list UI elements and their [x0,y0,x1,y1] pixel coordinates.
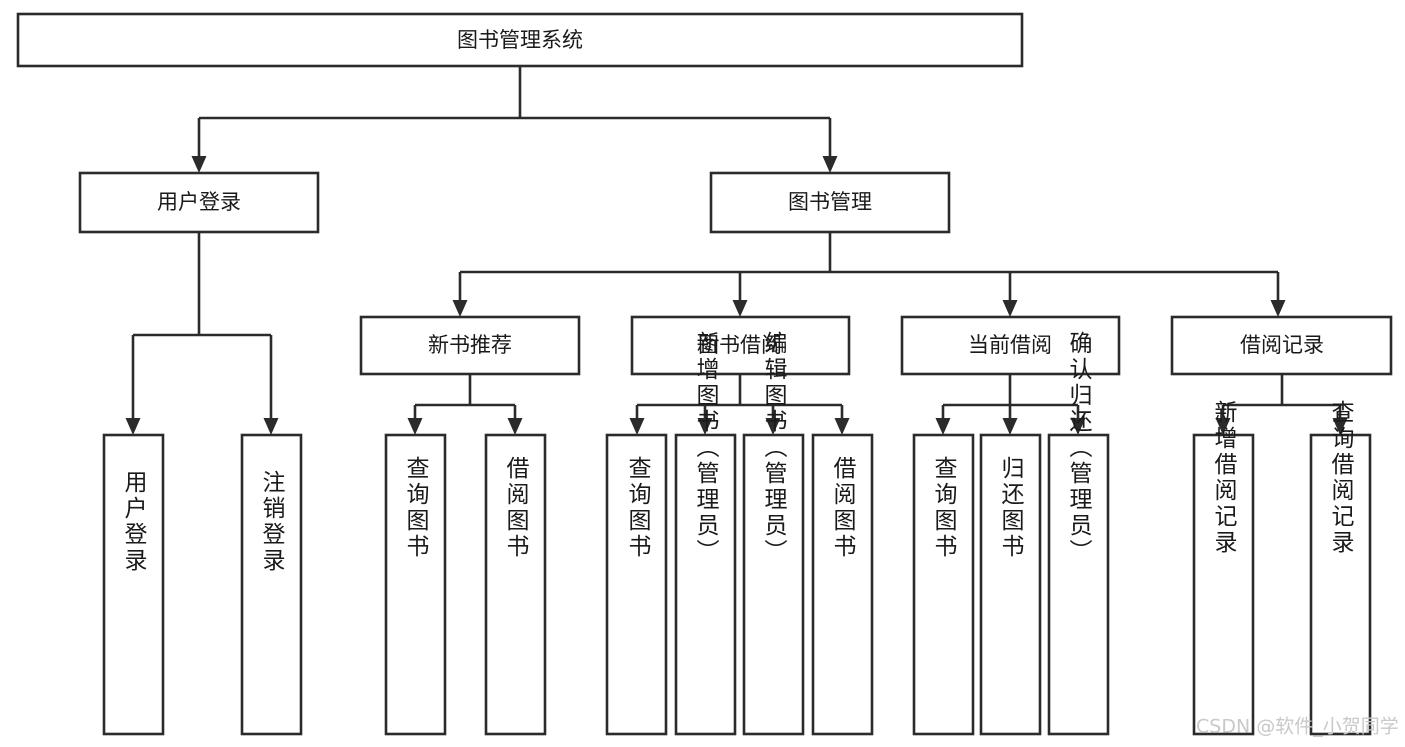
leaf-edit-book-admin-box[interactable] [742,433,805,736]
leaf-query-book-1[interactable]: 查询图书 [384,433,447,736]
leaf-edit-book-admin-label: 编辑图书（管理员） [760,331,788,565]
leaf-query-book-2[interactable]: 查询图书 [605,433,668,736]
node-current-borrow[interactable]: 当前借阅 [900,315,1121,376]
leaf-add-borrow-record-box[interactable] [1192,433,1255,736]
leaf-return-book-label: 归还图书 [997,456,1025,560]
leaf-confirm-return-admin-box[interactable] [1047,433,1110,736]
arrow-to-borrow-record-icon [1270,300,1286,317]
node-new-book-recommend-box[interactable] [359,315,581,376]
leaf-confirm-return-admin-label: 确认归还（管理员） [1065,331,1093,565]
leaf-add-borrow-record-label: 新增借阅记录 [1210,400,1238,556]
leaf-logout-login-label: 注销登录 [258,470,286,574]
leaf-return-book[interactable]: 归还图书 [979,433,1042,736]
node-borrow-record[interactable]: 借阅记录 [1170,315,1393,376]
leaf-query-borrow-record-label: 查询借阅记录 [1327,400,1355,556]
node-book-borrow[interactable]: 图书借阅 [630,315,851,376]
node-root-box[interactable] [16,12,1024,68]
watermark-label: CSDN @软件_小贺同学 [1196,716,1399,738]
node-book-management-box[interactable] [709,171,951,234]
leaf-add-borrow-record[interactable]: 新增借阅记录 [1192,400,1255,736]
node-current-borrow-label: 当前借阅 [968,333,1052,357]
arrow-leaf-return-book-icon [1002,418,1018,435]
node-user-login-box[interactable] [78,171,320,234]
node-root[interactable]: 图书管理系统 [16,12,1024,68]
arrow-to-new-book-recommend-icon [452,300,468,317]
node-book-management[interactable]: 图书管理 [709,171,951,234]
node-new-book-recommend[interactable]: 新书推荐 [359,315,581,376]
leaf-query-borrow-record-box[interactable] [1309,433,1372,736]
node-book-borrow-box[interactable] [630,315,851,376]
arrow-leaf-logout-login-icon [263,418,279,435]
leaf-user-login-label: 用户登录 [120,470,148,574]
arrow-leaf-query-book-1-icon [407,418,423,435]
leaf-add-book-admin-label: 新增图书（管理员） [692,331,720,565]
leaf-user-login-box[interactable] [102,433,165,736]
leaf-return-book-box[interactable] [979,433,1042,736]
arrow-to-user-login-icon [191,156,207,173]
leaf-logout-login-box[interactable] [240,433,303,736]
leaf-user-login[interactable]: 用户登录 [102,433,165,736]
leaf-borrow-book-1-box[interactable] [484,433,547,736]
leaf-edit-book-admin[interactable]: 编辑图书（管理员） [742,331,805,736]
arrow-leaf-query-book-2-icon [629,418,645,435]
node-user-login[interactable]: 用户登录 [78,171,320,234]
edge-group [125,66,1348,435]
leaf-borrow-book-2-box[interactable] [811,433,874,736]
leaf-query-book-3[interactable]: 查询图书 [912,433,975,736]
leaf-query-book-3-box[interactable] [912,433,975,736]
node-user-login-label: 用户登录 [157,190,241,214]
leaf-borrow-book-1[interactable]: 借阅图书 [484,433,547,736]
leaf-query-book-2-label: 查询图书 [624,456,652,560]
arrow-leaf-borrow-book-2-icon [834,418,850,435]
leaf-query-borrow-record[interactable]: 查询借阅记录 [1309,400,1372,736]
arrow-leaf-borrow-book-1-icon [507,418,523,435]
arrow-leaf-user-login-icon [125,418,141,435]
node-root-label: 图书管理系统 [457,28,583,52]
leaf-query-book-1-label: 查询图书 [402,456,430,560]
leaf-confirm-return-admin[interactable]: 确认归还（管理员） [1047,331,1110,736]
arrow-to-current-borrow-icon [1002,300,1018,317]
leaf-query-book-1-box[interactable] [384,433,447,736]
leaf-logout-login[interactable]: 注销登录 [240,433,303,736]
node-borrow-record-box[interactable] [1170,315,1393,376]
arrow-to-book-management-icon [822,156,838,173]
node-book-borrow-label: 图书借阅 [698,333,782,357]
leaf-query-book-3-label: 查询图书 [930,456,958,560]
leaf-borrow-book-1-label: 借阅图书 [502,456,530,560]
leaf-add-book-admin[interactable]: 新增图书（管理员） [674,331,737,736]
node-new-book-recommend-label: 新书推荐 [428,333,512,357]
arrow-leaf-query-book-3-icon [935,418,951,435]
arrow-to-book-borrow-icon [732,300,748,317]
node-book-management-label: 图书管理 [788,190,872,214]
leaf-query-book-2-box[interactable] [605,433,668,736]
node-borrow-record-label: 借阅记录 [1240,333,1324,357]
node-current-borrow-box[interactable] [900,315,1121,376]
leaf-add-book-admin-box[interactable] [674,433,737,736]
leaf-borrow-book-2[interactable]: 借阅图书 [811,433,874,736]
leaf-borrow-book-2-label: 借阅图书 [829,456,857,560]
